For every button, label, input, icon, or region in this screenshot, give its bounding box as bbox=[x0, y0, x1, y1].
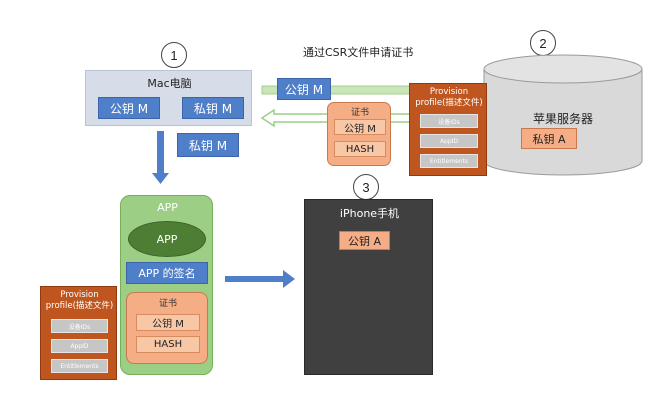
iphone-title: iPhone手机 bbox=[339, 207, 400, 220]
mac-computer-box: Mac电脑 公钥 M 私钥 M bbox=[85, 70, 252, 126]
marker-1-label: 1 bbox=[170, 47, 178, 63]
mac-private-key-copy: 私钥 M bbox=[177, 133, 239, 157]
app-signature: APP 的签名 bbox=[126, 262, 208, 284]
top-profile-title: Provision profile(描述文件) bbox=[415, 87, 483, 108]
app-profile-app-id: AppID bbox=[51, 339, 108, 353]
server-title: 苹果服务器 bbox=[532, 112, 593, 126]
iphone-device: iPhone手机 公钥 A bbox=[304, 199, 433, 375]
sent-public-key: 公钥 M bbox=[277, 78, 331, 100]
app-icon-ellipse: APP bbox=[128, 221, 206, 257]
app-certificate: 证书 公钥 M HASH bbox=[126, 292, 208, 364]
mac-private-key: 私钥 M bbox=[182, 97, 244, 119]
app-profile-entitlements: Entitlements bbox=[51, 359, 108, 373]
marker-2: 2 bbox=[530, 30, 556, 56]
iphone-public-key: 公钥 A bbox=[339, 231, 390, 250]
app-container: APP APP APP 的签名 证书 公钥 M HASH bbox=[120, 195, 213, 375]
top-profile-app-id: AppID bbox=[420, 134, 478, 148]
app-provision-profile: Provision profile(描述文件) 设备IDs AppID Enti… bbox=[40, 286, 117, 380]
app-cert-hash: HASH bbox=[136, 336, 200, 353]
top-cert-public-key: 公钥 M bbox=[334, 119, 386, 135]
marker-2-label: 2 bbox=[539, 35, 547, 51]
server-private-key: 私钥 A bbox=[521, 128, 577, 149]
top-profile-entitlements: Entitlements bbox=[420, 154, 478, 168]
app-cert-public-key: 公钥 M bbox=[136, 314, 200, 331]
top-provision-profile: Provision profile(描述文件) 设备IDs AppID Enti… bbox=[409, 83, 487, 176]
top-certificate: 证书 公钥 M HASH bbox=[327, 102, 391, 166]
mac-public-key: 公钥 M bbox=[98, 97, 160, 119]
csr-request-label: 通过CSR文件申请证书 bbox=[303, 46, 414, 59]
app-profile-device-ids: 设备IDs bbox=[51, 319, 108, 333]
top-cert-title: 证书 bbox=[350, 108, 369, 118]
marker-1: 1 bbox=[161, 42, 187, 68]
top-profile-device-ids: 设备IDs bbox=[420, 114, 478, 128]
top-cert-hash: HASH bbox=[334, 141, 386, 157]
app-profile-title: Provision profile(描述文件) bbox=[45, 290, 114, 311]
arrow-app-to-iphone bbox=[225, 270, 295, 288]
marker-3-label: 3 bbox=[362, 179, 370, 195]
app-title: APP bbox=[157, 201, 178, 214]
arrow-down-to-app bbox=[152, 131, 169, 184]
app-cert-title: 证书 bbox=[158, 299, 177, 309]
mac-title: Mac电脑 bbox=[147, 77, 192, 90]
marker-3: 3 bbox=[353, 174, 379, 200]
